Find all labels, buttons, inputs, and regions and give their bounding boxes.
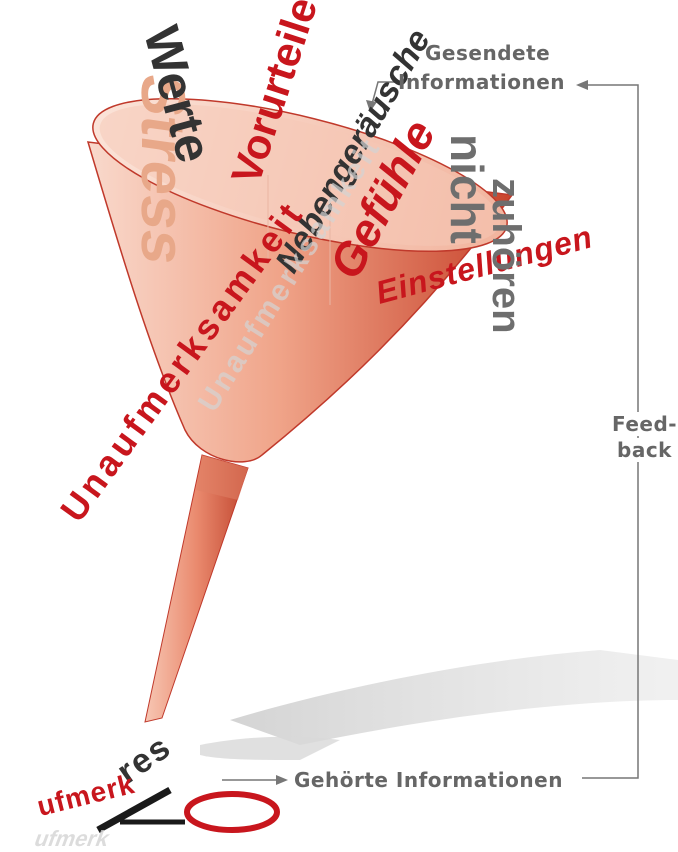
label-sent-line1: Gesendete <box>425 41 550 65</box>
fragment-ufmerk-shadow: ufmerk <box>31 826 114 852</box>
heard-arrowhead <box>276 775 288 785</box>
word-zuhoeren: zuhören <box>483 178 528 334</box>
feedback-arrowhead <box>576 80 588 90</box>
label-feedback-line2: back <box>617 438 672 462</box>
lens-ring <box>187 794 277 830</box>
label-sent-line2: Informationen <box>398 70 565 94</box>
label-heard: Gehörte Informationen <box>294 768 563 792</box>
label-feedback-line1: Feed- <box>612 412 677 436</box>
funnel-shadow <box>230 650 678 745</box>
